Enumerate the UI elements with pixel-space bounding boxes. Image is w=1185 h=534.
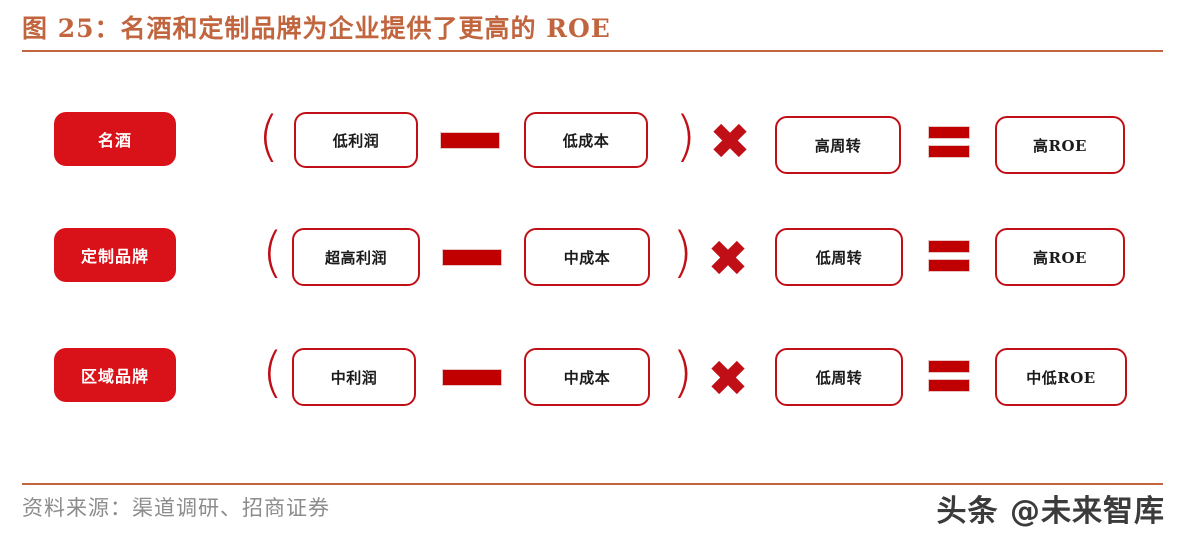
left-paren-icon-1: ( (258, 105, 280, 168)
page-title: 图 25：名酒和定制品牌为企业提供了更高的 ROE (22, 14, 611, 43)
left-paren-icon-3: ( (262, 341, 284, 404)
equals-icon-1 (928, 126, 970, 160)
equals-icon-2 (928, 240, 970, 274)
right-paren-icon-2: ) (672, 221, 694, 284)
minus-icon-2 (442, 249, 502, 266)
diagram-row: 名酒 ( 低利润 低成本 ) 高周转 高ROE (0, 80, 1185, 200)
diagram-row: 定制品牌 ( 超高利润 中成本 ) 低周转 高ROE (0, 198, 1185, 318)
multiply-icon-1 (712, 122, 748, 158)
title-divider (22, 50, 1163, 52)
right-paren-icon-1: ) (675, 105, 697, 168)
turnover-box-2[interactable]: 低周转 (775, 228, 903, 286)
multiply-icon-2 (710, 239, 746, 275)
category-pill-3[interactable]: 区域品牌 (54, 348, 176, 402)
roe-box-1[interactable]: 高ROE (995, 116, 1125, 174)
category-pill-2[interactable]: 定制品牌 (54, 228, 176, 282)
right-paren-icon-3: ) (672, 341, 694, 404)
left-paren-icon-2: ( (262, 221, 284, 284)
roe-formula-diagram: 名酒 ( 低利润 低成本 ) 高周转 高ROE 定制品牌 ( 超高利润 中成本 … (0, 80, 1185, 460)
minus-icon-1 (440, 132, 500, 149)
source-note: 资料来源：渠道调研、招商证券 (22, 496, 330, 520)
multiply-icon-3 (710, 359, 746, 395)
turnover-box-3[interactable]: 低周转 (775, 348, 903, 406)
roe-box-3[interactable]: 中低ROE (995, 348, 1127, 406)
cost-box-1[interactable]: 低成本 (524, 112, 648, 168)
watermark-label: 头条 @未来智库 (936, 494, 1165, 529)
profit-box-2[interactable]: 超高利润 (292, 228, 420, 286)
category-pill-1[interactable]: 名酒 (54, 112, 176, 166)
diagram-row: 区域品牌 ( 中利润 中成本 ) 低周转 中低ROE (0, 318, 1185, 438)
equals-icon-3 (928, 360, 970, 394)
turnover-box-1[interactable]: 高周转 (775, 116, 901, 174)
minus-icon-3 (442, 369, 502, 386)
cost-box-2[interactable]: 中成本 (524, 228, 650, 286)
profit-box-3[interactable]: 中利润 (292, 348, 416, 406)
figure-title-block: 图 25：名酒和定制品牌为企业提供了更高的 ROE (22, 12, 1163, 52)
footer-divider (22, 483, 1163, 485)
roe-box-2[interactable]: 高ROE (995, 228, 1125, 286)
cost-box-3[interactable]: 中成本 (524, 348, 650, 406)
profit-box-1[interactable]: 低利润 (294, 112, 418, 168)
